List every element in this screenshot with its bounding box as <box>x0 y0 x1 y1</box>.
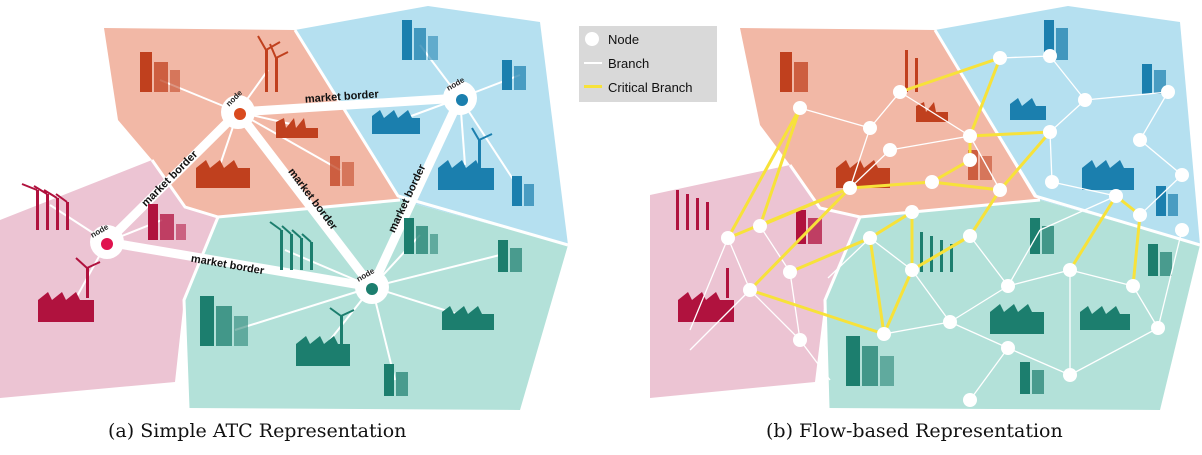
market-links <box>103 93 465 292</box>
teal-zone-assets <box>200 218 522 396</box>
wind-turbine-icon <box>269 221 313 270</box>
nodes-b <box>721 49 1189 407</box>
blue-zone-assets <box>372 20 534 206</box>
legend-node-row: Node <box>583 29 639 49</box>
power-plant-icon <box>296 307 355 366</box>
city-icon <box>502 60 526 90</box>
zone-red-b <box>740 28 1040 217</box>
node-blue-dot <box>456 94 468 106</box>
caption-b: (b) Flow-based Representation <box>766 420 1063 442</box>
city-icon <box>384 364 408 396</box>
city-icon <box>148 204 186 240</box>
branch-line-icon <box>583 55 603 71</box>
node-red-dot <box>234 108 246 120</box>
zone-border-a3 <box>182 216 220 409</box>
node-teal-dot <box>366 283 378 295</box>
pink-zone-assets <box>21 183 186 322</box>
factory-icon <box>276 118 318 138</box>
zone-border-a <box>293 29 569 247</box>
panel-a: node node node node market border market… <box>0 6 569 410</box>
blue-zone-assets-b <box>1010 20 1178 216</box>
factory-icon <box>372 110 420 134</box>
power-plant-icon <box>438 127 494 190</box>
red-zone-assets <box>140 35 354 188</box>
city-icon <box>140 52 180 92</box>
legend-critical-label: Critical Branch <box>608 79 693 95</box>
factory-icon <box>442 306 494 330</box>
legend-node-label: Node <box>608 31 640 47</box>
zone-border-b2 <box>788 164 1041 219</box>
legend-branch-row: Branch <box>583 53 649 73</box>
power-plant-icon <box>38 257 101 322</box>
wind-turbine-icon <box>257 35 289 92</box>
node-pink-dot <box>101 238 113 250</box>
factory-icon <box>196 160 250 188</box>
legend-critical-row: Critical Branch <box>583 77 693 97</box>
pink-zone-assets-b <box>676 190 822 322</box>
nodes-a <box>90 81 477 304</box>
city-icon <box>512 176 534 206</box>
city-icon <box>402 20 438 60</box>
city-icon <box>404 218 438 254</box>
city-icon <box>200 296 248 346</box>
zone-border-b3 <box>823 216 862 409</box>
city-icon <box>330 156 354 186</box>
legend-branch-label: Branch <box>608 55 650 71</box>
zone-border-b <box>933 29 1201 247</box>
teal-zone-assets-b <box>846 218 1172 394</box>
zone-teal-b <box>825 200 1200 410</box>
wind-turbine-icon <box>21 183 69 230</box>
node-symbol-icon <box>583 31 603 47</box>
zone-blue-a <box>295 6 568 245</box>
market-border-label: market border <box>304 88 379 105</box>
critical-branch-line-icon <box>583 79 603 95</box>
city-icon <box>498 240 522 272</box>
legend: Node Branch Critical Branch <box>579 26 717 102</box>
panel-b <box>650 6 1201 410</box>
zone-pink-b <box>650 165 860 398</box>
caption-a: (a) Simple ATC Representation <box>108 420 407 442</box>
